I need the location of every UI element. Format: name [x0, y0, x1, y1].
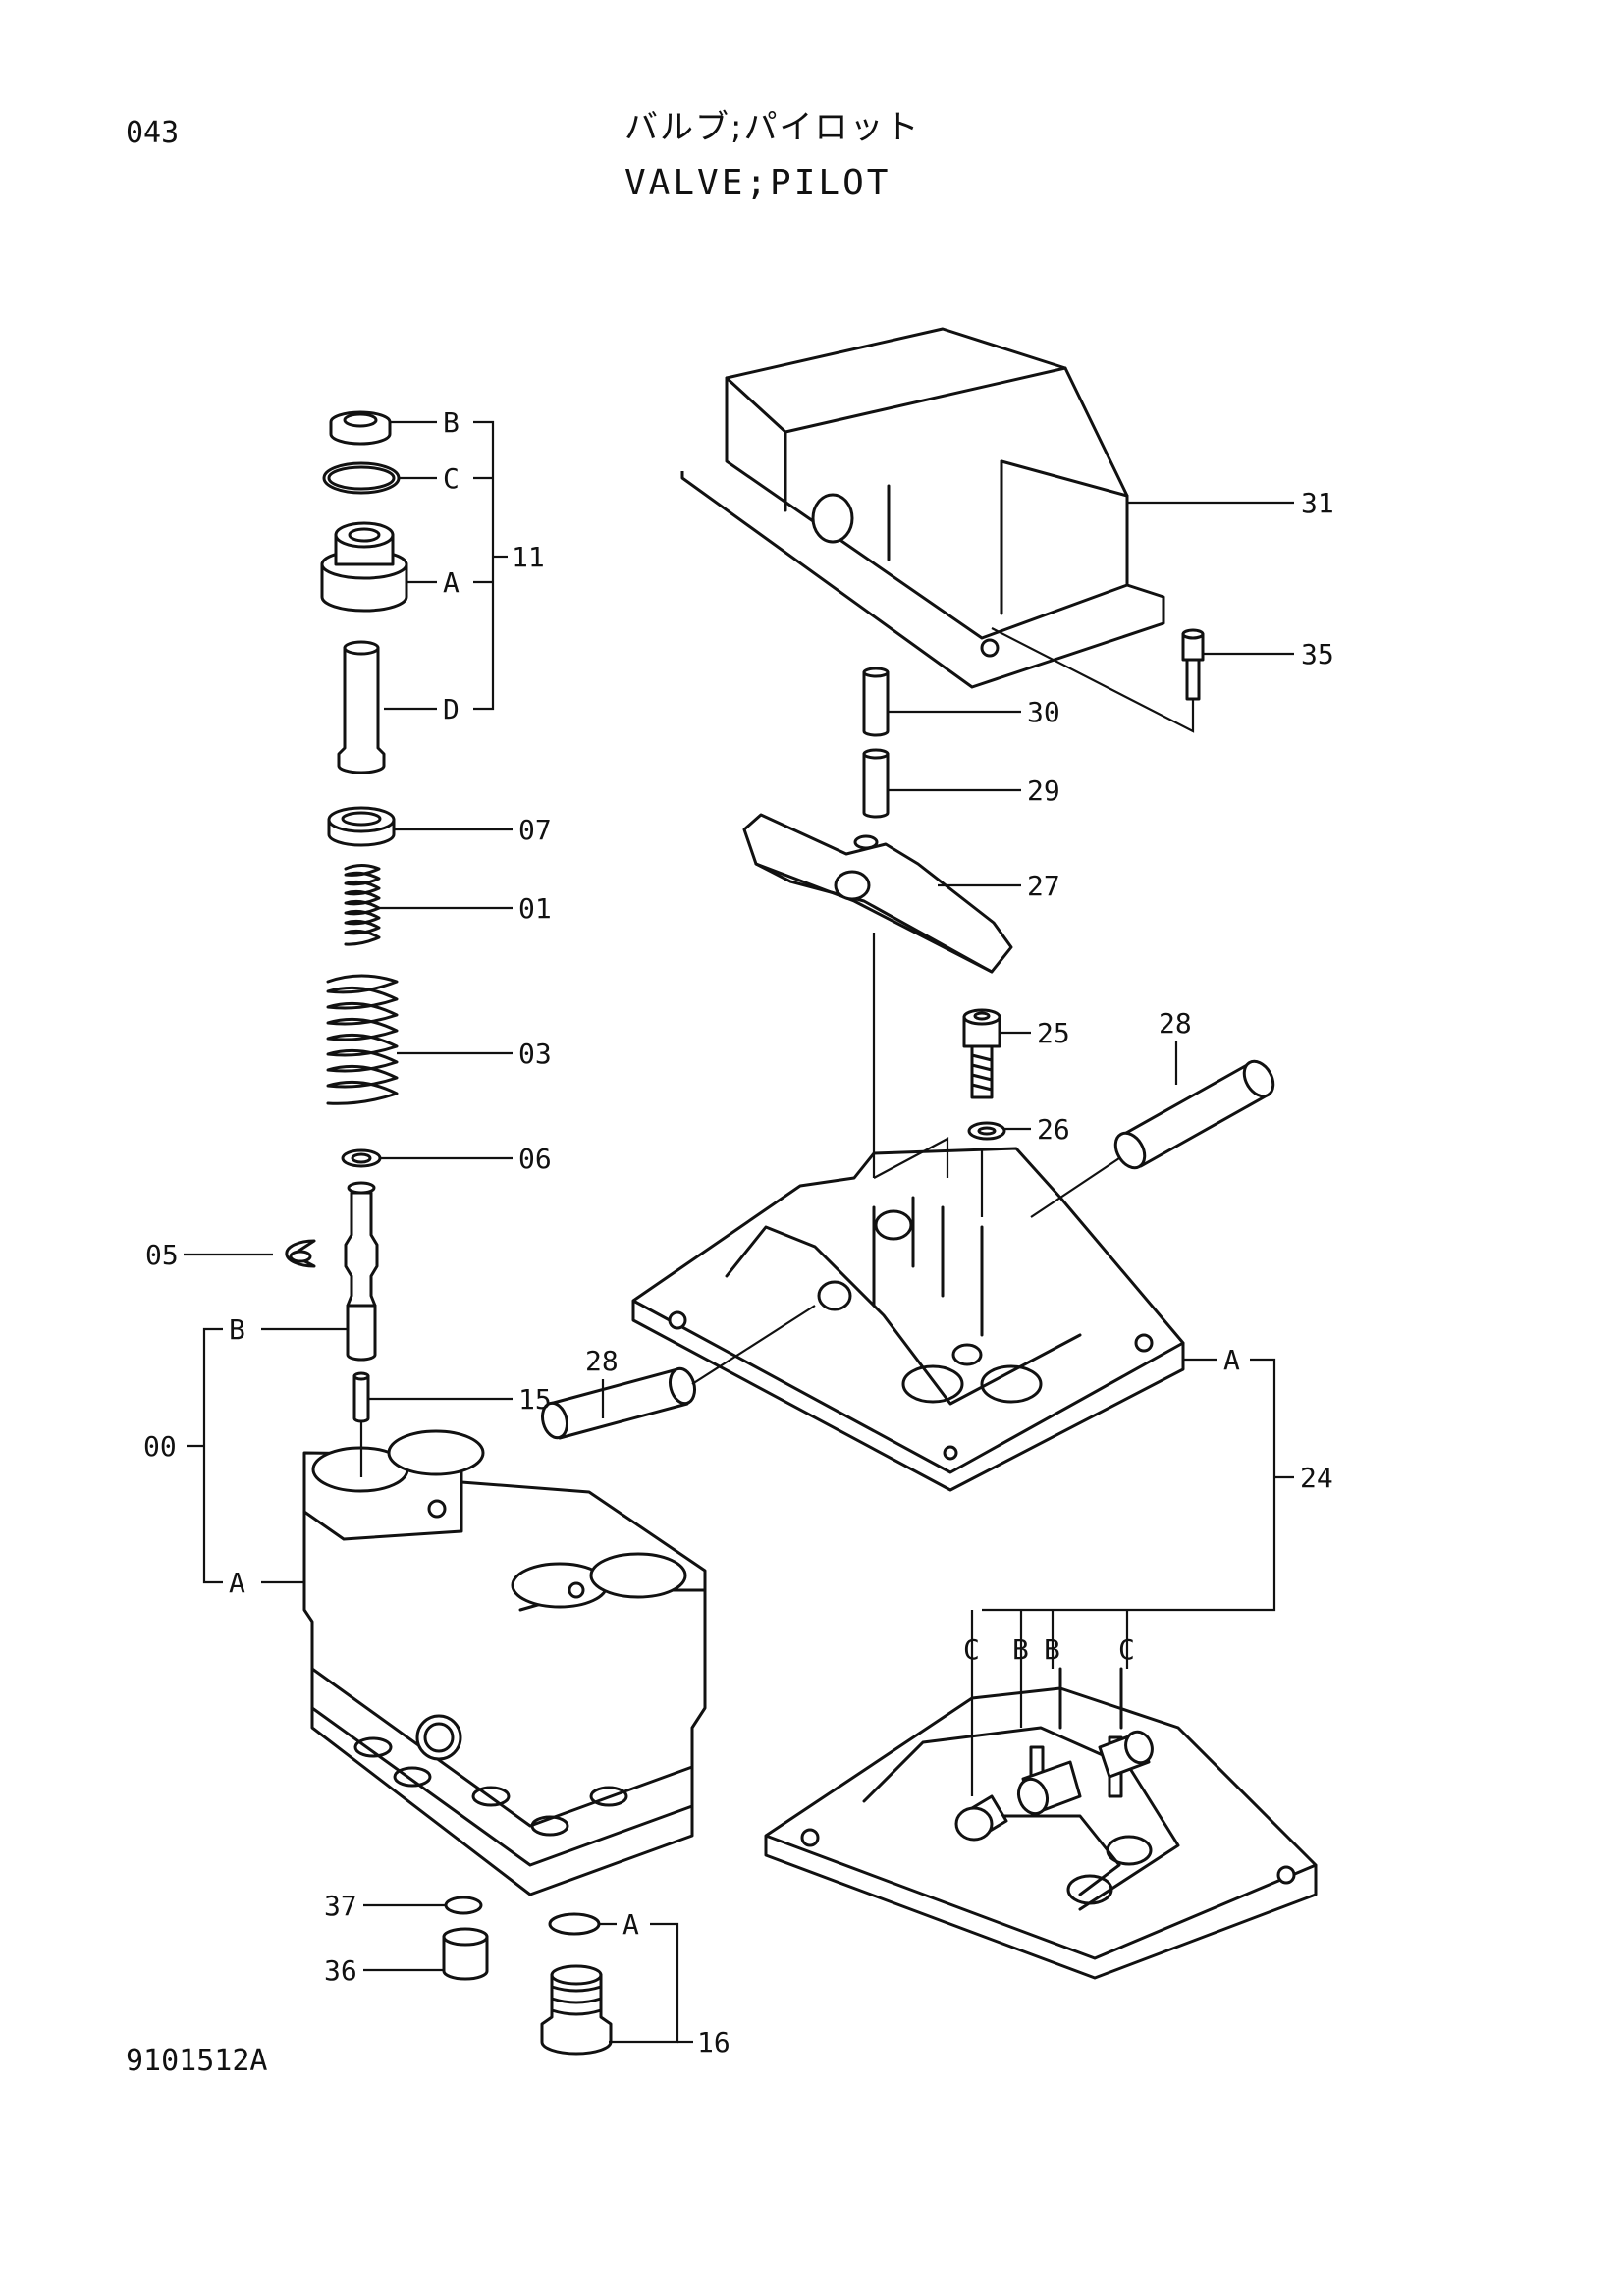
- callout-37: 37: [324, 1890, 357, 1922]
- callout-00: 00: [143, 1430, 177, 1463]
- clip-05: [285, 1239, 316, 1268]
- callout-24-b-right: B: [1044, 1633, 1060, 1666]
- callout-01: 01: [518, 892, 552, 925]
- plug-16: [540, 1964, 613, 2056]
- callout-25: 25: [1037, 1017, 1070, 1049]
- washer-06: [341, 1148, 382, 1168]
- plug-36: [442, 1927, 489, 1981]
- callout-24-c-right: C: [1118, 1633, 1135, 1666]
- callout-24-a: A: [1223, 1344, 1240, 1376]
- drawing-number: 9101512A: [126, 2044, 268, 2078]
- callout-30: 30: [1027, 696, 1060, 728]
- callout-26: 26: [1037, 1113, 1070, 1146]
- callout-28-lower: 28: [585, 1345, 619, 1377]
- pusher-11d: [337, 640, 386, 774]
- callout-05: 05: [145, 1239, 179, 1271]
- seal-11b: [329, 410, 392, 446]
- callout-11-d: D: [443, 693, 460, 725]
- callout-35: 35: [1301, 638, 1334, 670]
- callout-11-b: B: [443, 406, 460, 439]
- callout-27: 27: [1027, 870, 1060, 902]
- callout-28-upper: 28: [1159, 1007, 1192, 1040]
- callout-00-b: B: [229, 1313, 245, 1346]
- casing-00a: [302, 1429, 707, 1896]
- callout-24-c-left: C: [963, 1633, 980, 1666]
- bolt-25: [962, 1008, 1001, 1099]
- callout-07: 07: [518, 814, 552, 846]
- pin-28-upper: [1113, 1059, 1275, 1170]
- o-ring-11c: [322, 461, 401, 495]
- spool-00b: [344, 1181, 379, 1362]
- o-ring-37: [444, 1896, 483, 1915]
- callout-labels: B C A D 11 07 01 03 06 05 B 00 A 15 31 3…: [143, 406, 1334, 2058]
- title-japanese: バルブ;パイロット: [624, 108, 921, 147]
- leader-lines: [184, 420, 1294, 2044]
- callout-16: 16: [697, 2026, 730, 2058]
- callout-00-a: A: [229, 1567, 245, 1599]
- callout-36: 36: [324, 1954, 357, 1987]
- title-english: VALVE;PILOT: [624, 163, 892, 203]
- callout-11: 11: [512, 541, 545, 573]
- callout-03: 03: [518, 1038, 552, 1070]
- page-number: 043: [126, 116, 180, 150]
- plug-11a: [320, 521, 408, 613]
- callout-11-a: A: [443, 566, 460, 599]
- plate-24a: [631, 1147, 1185, 1492]
- callout-29: 29: [1027, 774, 1060, 807]
- washer-26: [967, 1121, 1006, 1141]
- spring-01: [344, 864, 381, 946]
- o-ring-16a: [548, 1912, 601, 1936]
- plate-24-lower: [764, 1667, 1318, 1980]
- callout-16-a: A: [622, 1908, 639, 1941]
- callout-24: 24: [1300, 1462, 1333, 1494]
- spring-seat-07: [327, 806, 396, 847]
- callout-06: 06: [518, 1143, 552, 1175]
- callout-31: 31: [1301, 487, 1334, 519]
- callout-15: 15: [518, 1383, 552, 1415]
- cover-31: [680, 327, 1165, 689]
- pin-29: [862, 748, 890, 819]
- callout-11-c: C: [443, 462, 460, 495]
- callout-24-b-left: B: [1012, 1633, 1029, 1666]
- pin-15: [352, 1371, 370, 1423]
- spring-03: [326, 974, 399, 1105]
- cam-27: [742, 813, 1013, 974]
- pin-28-lower: [541, 1366, 696, 1440]
- bolt-35: [1181, 628, 1205, 701]
- pin-30: [862, 667, 890, 737]
